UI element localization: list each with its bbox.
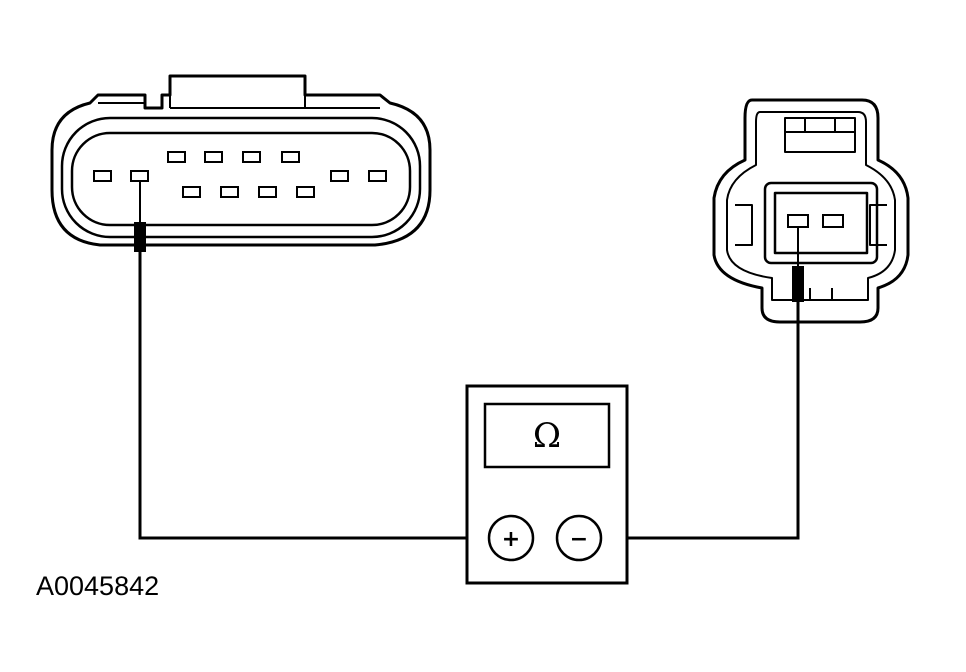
two-pin-right-ear [869,204,887,246]
figure-id-label: A0045842 [36,571,159,601]
pin-cavity [822,214,844,228]
two-pin-inner-shell [726,111,896,301]
two-pin-housing [763,181,879,265]
multi-pin-connector [50,74,432,247]
two-pin-connector [712,98,910,324]
pin-cavity [167,151,186,163]
two-pin-face [773,191,869,255]
two-pin-notch [809,288,833,300]
left-probe-tip [134,222,146,252]
connector-face [70,131,412,227]
multimeter-display [483,402,611,469]
connector-band [60,116,422,239]
positive-terminal [487,514,535,562]
two-pin-cavities [787,214,844,228]
two-pin-latch-detail [785,118,855,133]
right-probe-tip [792,266,804,302]
left-probe [134,181,146,252]
two-pin-left-ear [735,204,753,246]
negative-terminal-sign: − [570,527,588,552]
negative-test-lead [602,302,800,540]
pin-cavity [787,214,809,228]
pin-cavity [130,170,149,182]
pin-cavity [93,170,112,182]
pin-cavity [281,151,300,163]
pin-cavity [368,170,387,182]
connector-outer-shell [50,74,432,247]
pin-cavity [220,186,239,198]
multimeter: Ω + − [465,384,629,585]
multi-pin-cavities [93,151,387,198]
two-pin-outer-shell [712,98,910,324]
right-probe [792,227,804,302]
ohm-symbol: Ω [533,416,561,456]
connector-latch [98,95,380,109]
positive-terminal-sign: + [502,527,520,552]
two-pin-latch [784,117,856,153]
positive-test-lead [138,252,489,540]
pin-cavity [258,186,277,198]
pin-cavity [204,151,223,163]
pin-cavity [242,151,261,163]
negative-terminal [555,514,603,562]
pin-cavity [330,170,349,182]
pin-cavity [296,186,315,198]
pin-cavity [182,186,201,198]
